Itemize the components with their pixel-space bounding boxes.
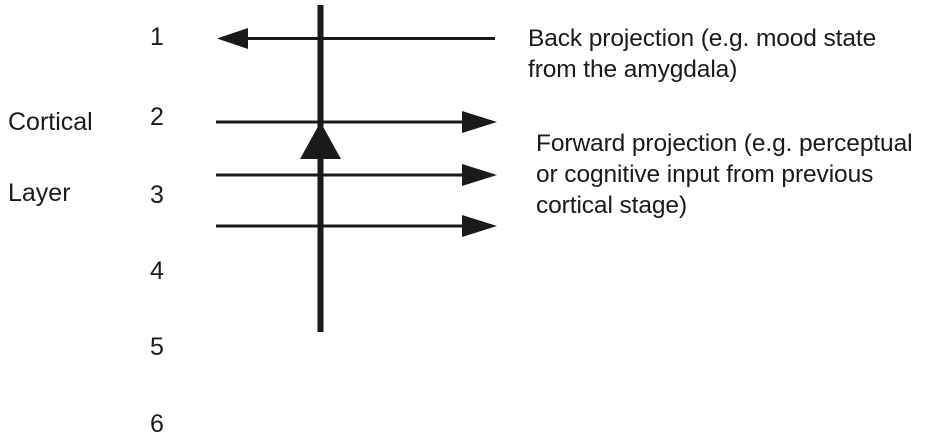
back-projection-caption-line-2: from the amygdala) xyxy=(528,56,738,83)
back-projection-caption: Back projection (e.g. mood state from th… xyxy=(528,23,928,85)
pyramidal-cell-soma-triangle xyxy=(300,122,341,159)
layer-number-6: 6 xyxy=(150,410,164,438)
forward-projection-arrow-3 xyxy=(216,215,497,237)
layer-label: Layer xyxy=(8,179,71,207)
forward-projection-caption: Forward projection (e.g. perceptual or c… xyxy=(536,128,945,221)
layer-number-1: 1 xyxy=(150,23,164,51)
back-projection-caption-line-1: Back projection (e.g. mood state xyxy=(528,25,877,52)
forward-projection-caption-line-1: Forward projection (e.g. perceptual xyxy=(536,130,913,157)
layer-number-4: 4 xyxy=(150,257,164,285)
cortical-label: Cortical xyxy=(8,108,93,136)
layer-number-3: 3 xyxy=(150,181,164,209)
forward-projection-caption-line-3: cortical stage) xyxy=(536,192,688,219)
back-projection-arrow xyxy=(217,28,495,49)
layer-number-5: 5 xyxy=(150,333,164,361)
forward-projection-arrow-2-head xyxy=(462,164,497,186)
layer-number-2: 2 xyxy=(150,103,164,131)
forward-projection-arrow-2 xyxy=(216,164,497,186)
forward-projection-arrow-1-head xyxy=(462,111,497,133)
forward-projection-caption-line-2: or cognitive input from previous xyxy=(536,161,874,188)
back-projection-arrow-head xyxy=(217,28,248,49)
forward-projection-arrow-3-head xyxy=(462,215,497,237)
forward-projection-arrow-1 xyxy=(216,111,497,133)
